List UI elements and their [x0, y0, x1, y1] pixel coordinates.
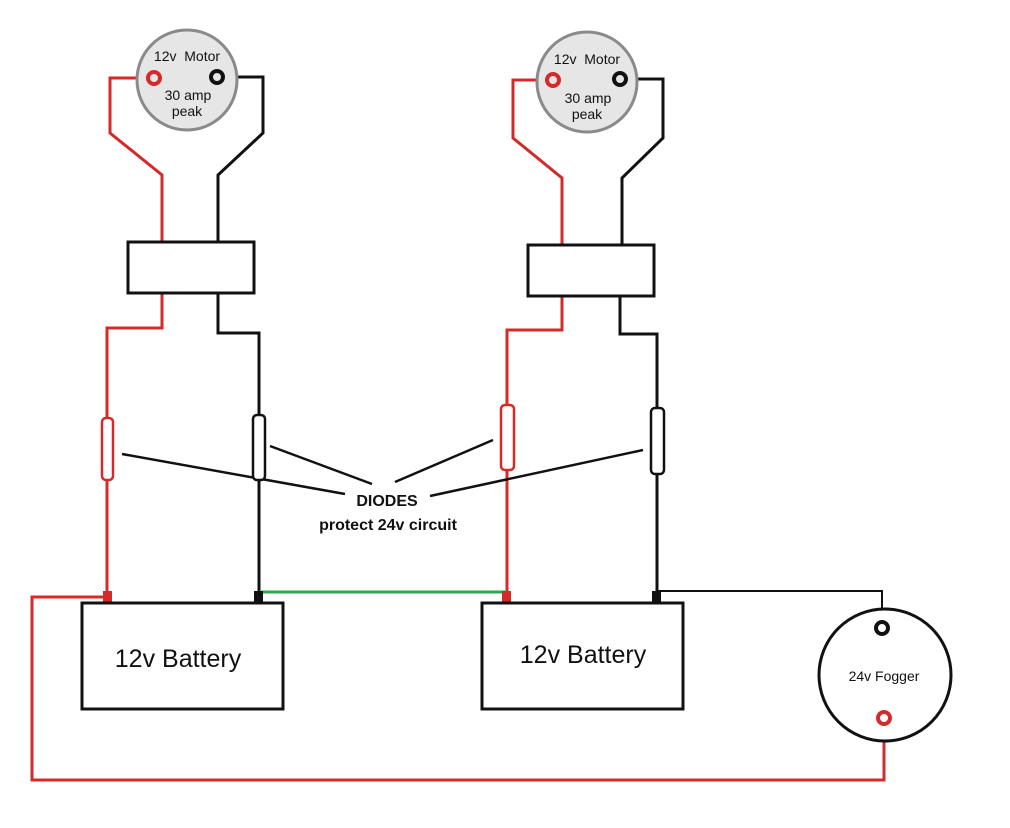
motor-1-body: [135, 28, 239, 132]
motor-2-rating-line-1: 30 amp: [565, 90, 612, 106]
motor-2-positive-lead: [505, 296, 564, 405]
diodes-label-title: DIODES: [356, 493, 418, 510]
motor-1-positive-wire: [108, 76, 164, 242]
motor-1-wiring: [105, 75, 265, 598]
motor-1: 12v Motor 30 amp peak: [135, 28, 239, 132]
battery-1: 12v Battery: [80, 591, 285, 711]
fogger: 24v Fogger: [817, 607, 953, 743]
fogger-body: [817, 607, 953, 743]
motor-2-negative-terminal-icon: [612, 71, 628, 87]
fogger-positive-wire: [30, 595, 886, 782]
motor-1-rating-line-2: peak: [172, 103, 203, 119]
fogger-label: 24v Fogger: [849, 668, 920, 684]
battery-2-label: 12v Battery: [520, 641, 647, 669]
battery-1-label: 12v Battery: [115, 645, 242, 673]
motor-1-rating-line-1: 30 amp: [165, 87, 212, 103]
battery-2-negative-terminal: [652, 591, 661, 603]
battery-2: 12v Battery: [480, 591, 685, 711]
connector-box-1: [126, 240, 256, 295]
fogger-negative-terminal-icon: [874, 620, 890, 636]
battery-1-positive-terminal: [103, 591, 112, 603]
fogger-positive-terminal-icon: [876, 710, 892, 726]
motor-1-positive-lead: [105, 293, 164, 418]
diode-pointer-lines: [121, 438, 644, 498]
motor-1-negative-lead: [216, 293, 261, 415]
battery-2-body: [480, 601, 685, 711]
diode-1: [100, 416, 115, 482]
motor-1-negative-terminal-icon: [209, 69, 225, 85]
motor-2-negative-lead: [618, 296, 659, 408]
diode-2: [251, 413, 267, 482]
diode-3: [499, 403, 516, 472]
motor-2-negative-wire: [620, 77, 665, 245]
motor-2-positive-wire: [511, 78, 564, 245]
diodes-label-subtitle: protect 24v circuit: [319, 517, 458, 534]
motor-2-wiring: [505, 77, 665, 598]
motor-2-positive-terminal-icon: [545, 72, 561, 88]
motor-2-rating-line-2: peak: [572, 106, 603, 122]
motor-1-negative-wire: [216, 75, 265, 242]
motor-2: 12v Motor 30 amp peak: [535, 30, 639, 134]
motor-1-positive-terminal-icon: [146, 70, 162, 86]
motor-1-label: 12v Motor: [154, 48, 220, 64]
battery-2-positive-terminal: [502, 591, 511, 603]
battery-1-body: [80, 601, 285, 711]
motor-2-body: [535, 30, 639, 134]
diode-4: [649, 406, 666, 476]
battery-1-negative-terminal: [254, 591, 263, 603]
pointer-line-diode-4: [429, 448, 644, 498]
connector-box-2: [526, 243, 656, 298]
pointer-line-diode-1: [121, 452, 346, 496]
pointer-line-diode-3: [394, 438, 494, 484]
pointer-line-diode-2: [269, 444, 373, 486]
motor-2-label: 12v Motor: [554, 51, 620, 67]
